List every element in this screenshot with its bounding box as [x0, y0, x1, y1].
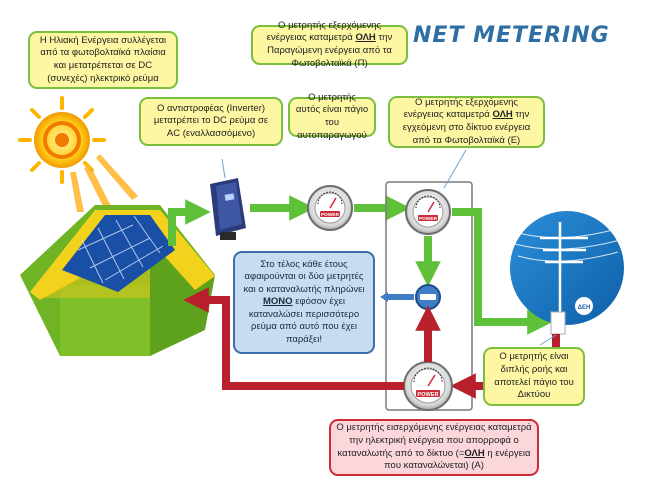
- note-connectors: [221, 149, 557, 346]
- note-text: Ο μετρητής εξερχόμενης ενέργειας καταμετ…: [403, 96, 518, 121]
- note-text: εφόσον έχει καταναλώσει περισσότερο ρεύμ…: [248, 296, 360, 345]
- inverter-icon: [210, 178, 246, 240]
- note-grid-injection-meter: Ο μετρητής εξερχόμενης ενέργειας καταμετ…: [388, 96, 545, 148]
- diagram-title: NET METERING: [413, 23, 610, 48]
- note-text: η ενέργεια που καταναλώνεται) (Α): [384, 447, 531, 472]
- blue-arrow-head: [380, 292, 388, 302]
- utility-grid-pole: ΔΕΗ: [510, 211, 624, 335]
- meter-power-label: POWER: [417, 392, 438, 398]
- meter-power-label: POWER: [419, 216, 438, 222]
- incoming-meter-icon: POWER: [403, 361, 453, 411]
- production-meter-icon: POWER: [307, 185, 353, 231]
- note-text: την εγχεόμενη στο δίκτυο ενέργεια από τα…: [402, 109, 531, 146]
- meter-power-label: POWER: [321, 212, 340, 218]
- sun-icon: [18, 96, 106, 184]
- green-flow-pv-to-inverter: [168, 199, 211, 246]
- note-incoming-meter: Ο μετρητής εισερχόμενης ενέργειας καταμε…: [329, 419, 539, 476]
- subtract-icon: [415, 284, 441, 310]
- note-self-producer-meter: Ο μετρητής αυτός είναι πάγιο του αυτοπαρ…: [288, 92, 376, 141]
- note-text: Ο μετρητής εισερχόμενης ενέργειας καταμε…: [336, 422, 532, 459]
- note-text: Ο μετρητής εξερχόμενης ενέργειας καταμετ…: [266, 19, 381, 44]
- note-text: την Παραγώμενη ενέργεια από τα Φωτοβολτα…: [267, 32, 393, 69]
- note-emphasis: ΟΛΗ: [464, 447, 485, 459]
- injection-meter-icon: POWER: [405, 189, 451, 235]
- note-emphasis: ΟΛΗ: [492, 109, 513, 121]
- note-emphasis: ΟΛΗ: [355, 32, 376, 44]
- note-inverter: Ο αντιστροφέας (Inverter) μετατρέπει το …: [139, 97, 283, 146]
- note-emphasis: ΜΟΝΟ: [263, 296, 293, 308]
- red-flow-meter-to-house: [183, 287, 404, 390]
- note-bidirectional-meter: Ο μετρητής είναι διπλής ροής και αποτελε…: [483, 347, 585, 406]
- note-annual-settlement: Στο τέλος κάθε έτους αφαιρούνται οι δύο …: [233, 251, 375, 354]
- green-flow-to-grid: [452, 208, 553, 335]
- note-text: Στο τέλος κάθε έτους αφαιρούνται οι δύο …: [243, 258, 365, 295]
- sunlight-rays: [70, 154, 138, 212]
- house-with-pv-panels: [20, 205, 215, 356]
- note-production-meter: Ο μετρητής εξερχόμενης ενέργειας καταμετ…: [251, 20, 408, 69]
- grid-logo-text: ΔΕΗ: [578, 305, 591, 311]
- note-solar-energy: Η Ηλιακή Ενέργεια συλλέγεται από τα φωτο…: [28, 31, 178, 89]
